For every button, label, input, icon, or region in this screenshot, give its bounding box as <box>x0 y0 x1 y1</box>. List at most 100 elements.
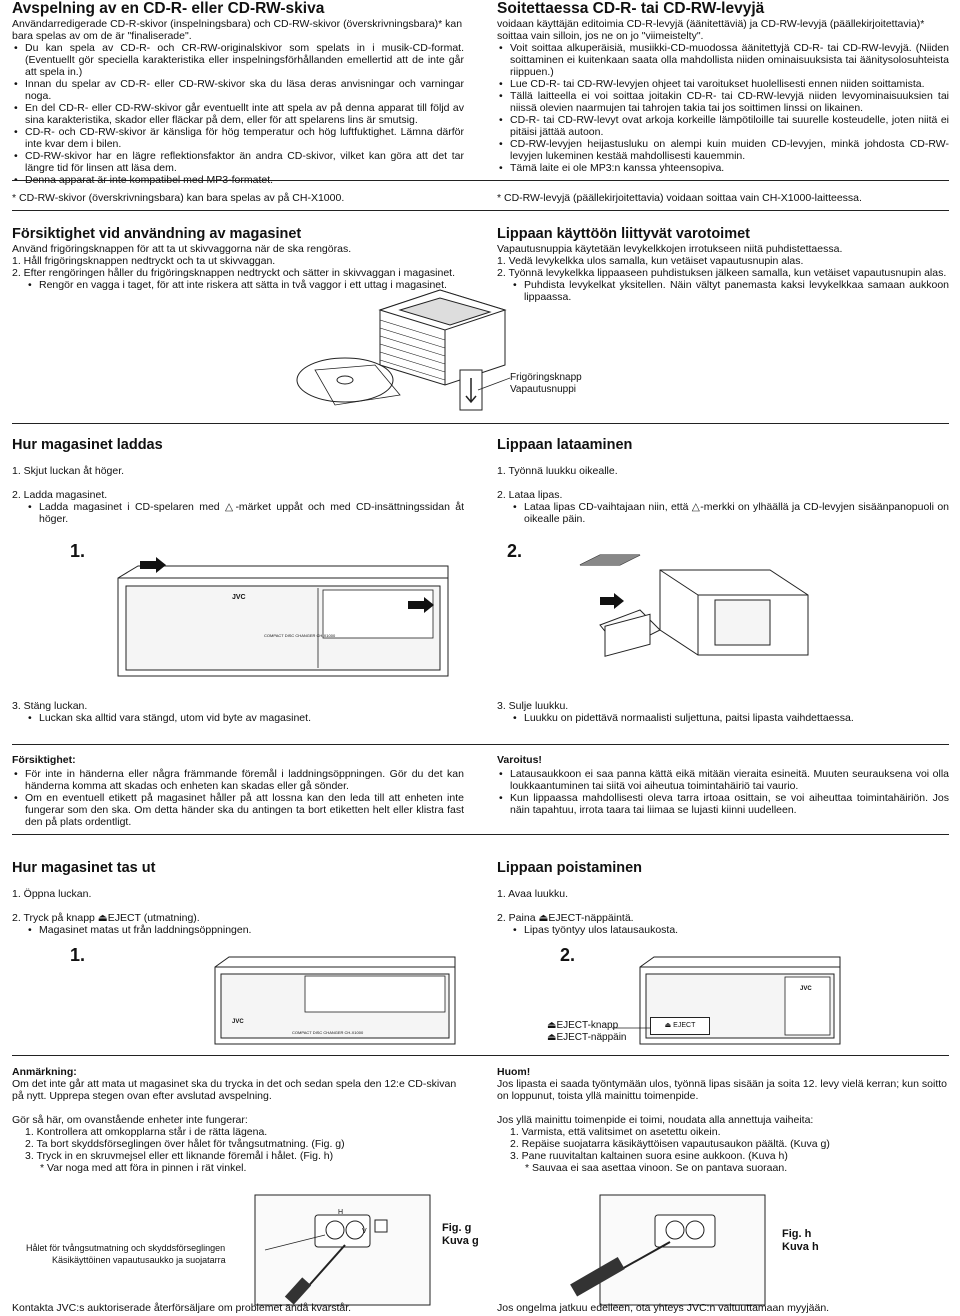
brand-logo: JVC <box>800 986 812 992</box>
step-1: 1. Avaa luukku. <box>497 888 569 900</box>
bullet-item: Luckan ska alltid vara stängd, utom vid … <box>26 712 464 724</box>
step-1: 1. Vedä levykelkka ulos samalla, kun vet… <box>497 255 804 267</box>
bullet-item: CD-R- och CD-RW-skivor är känsliga för h… <box>12 126 464 150</box>
bullet-item: Magasinet matas ut från laddningsöppning… <box>26 924 464 936</box>
divider <box>12 834 949 835</box>
step-1: 1. Kontrollera att omkopplarna står i de… <box>25 1126 268 1138</box>
section-title: Hur magasinet tas ut <box>12 860 156 876</box>
divider <box>12 180 949 181</box>
section-title: Avspelning av en CD-R- eller CD-RW-skiva <box>12 0 325 17</box>
bullet-item: En del CD-R- eller CD-RW-skivor går even… <box>12 102 464 126</box>
bullet-item: CD-R- tai CD-RW-levyt ovat arkoja korkei… <box>497 114 949 138</box>
note-text: Jos lipasta ei saada työntymään ulos, ty… <box>497 1078 947 1102</box>
model-label: COMPACT DISC CHANGER CH-X1000 <box>264 633 336 638</box>
step-2: 2. Efter rengöringen håller du frigöring… <box>12 267 455 279</box>
caution-title: Varoitus! <box>497 754 542 766</box>
step-1: 1. Työnnä luukku oikealle. <box>497 465 618 477</box>
caution-title: Försiktighet: <box>12 754 76 766</box>
cdr-section-sv: Avspelning av en CD-R- eller CD-RW-skiva… <box>12 0 464 186</box>
step-1: 1. Öppna luckan. <box>12 888 92 900</box>
step-1: 1. Skjut luckan åt höger. <box>12 465 125 477</box>
intro-text: voidaan käyttäjän editoimia CD-R-levyjä … <box>497 18 925 42</box>
divider <box>12 210 949 211</box>
magazine-illustration <box>296 289 507 411</box>
step-2: 2. Paina ⏏EJECT-näppäintä. <box>497 912 634 924</box>
eject-button[interactable]: ⏏ EJECT <box>650 1017 710 1035</box>
magazine-caution-fi: Lippaan käyttöön liittyvät varotoimet Va… <box>497 226 949 303</box>
bullet-item: Om en eventuell etikett på magasinet hål… <box>12 792 464 828</box>
bullet-item: Kun lippaassa mahdollisesti oleva tarra … <box>497 792 949 816</box>
switch-label-h: H <box>338 1209 344 1216</box>
step-2: 2. Työnnä levykelkka lippaaseen puhdistu… <box>497 267 947 279</box>
unloading-section-fi: Lippaan poistaminen 1. Avaa luukku. 2. P… <box>497 860 949 936</box>
magazine-caution-sv: Försiktighet vid användning av magasinet… <box>12 226 464 291</box>
switch-label-v: V <box>362 1228 367 1235</box>
bullet-list: Voit soittaa alkuperäisiä, musiikki-CD-m… <box>497 42 949 174</box>
note-section-fi: Huom! Jos lipasta ei saada työntymään ul… <box>497 1066 949 1174</box>
brand-logo: JVC <box>232 594 246 601</box>
step-2: 2. Ladda magasinet. <box>12 489 108 501</box>
eject-button-label-sv: ⏏EJECT-knapp <box>547 1020 619 1031</box>
close-step-fi: 3. Sulje luukku. Luukku on pidettävä nor… <box>497 700 949 724</box>
bullet-item: Voit soittaa alkuperäisiä, musiikki-CD-m… <box>497 42 949 78</box>
divider <box>12 423 949 424</box>
bullet-item: Puhdista levykelkat yksitellen. Näin väl… <box>511 279 949 303</box>
step-2: 2. Ta bort skyddsförseglingen över hålet… <box>25 1138 345 1150</box>
bullet-item: Luukku on pidettävä normaalisti suljettu… <box>511 712 949 724</box>
cdr-section-fi: Soitettaessa CD-R- tai CD-RW-levyjä void… <box>497 0 949 174</box>
footnote: * CD-RW-levyjä (päällekirjoitettavia) vo… <box>497 192 862 204</box>
fig-h-label-sv: Fig. h <box>782 1228 812 1240</box>
step-3: 3. Pane ruuvitaltan kaltainen suora esin… <box>510 1150 788 1162</box>
model-label: COMPACT DISC CHANGER CH-X1000 <box>292 1030 364 1035</box>
step-3: 3. Tryck in en skruvmejsel eller ett lik… <box>25 1150 334 1162</box>
label-leader-line <box>477 377 511 391</box>
changer-closed-illustration <box>117 557 449 677</box>
release-button-label-sv: Frigöringsknapp <box>510 372 582 383</box>
fig-h-label-fi: Kuva h <box>782 1241 819 1253</box>
bullet-item: Tämä laite ei ole MP3:n kanssa yhteensop… <box>497 162 949 174</box>
note-section-sv: Anmärkning: Om det inte går att mata ut … <box>12 1066 464 1174</box>
note-text: Gör så här, om ovanstående enheter inte … <box>12 1114 248 1126</box>
bullet-item: Lataa lipas CD-vaihtajaan niin, että △-m… <box>511 501 949 525</box>
hole-label-sv: Hålet för tvångsutmatning och skyddsförs… <box>26 1243 226 1253</box>
bullet-item: Lue CD-R- tai CD-RW-levyjen ohjeet tai v… <box>497 78 949 90</box>
footer-text: Jos ongelma jatkuu edelleen, ota yhteys … <box>497 1302 830 1314</box>
release-button-label-fi: Vapautusnuppi <box>510 384 576 395</box>
section-title: Lippaan käyttöön liittyvät varotoimet <box>497 226 750 242</box>
section-title: Lippaan poistaminen <box>497 860 643 876</box>
footnote: * CD-RW-skivor (överskrivningsbara) kan … <box>12 192 345 204</box>
bullet-item: Rengör en vagga i taget, för att inte ri… <box>26 279 464 291</box>
figure-number-2: 2. <box>507 541 523 561</box>
section-title: Hur magasinet laddas <box>12 437 163 453</box>
note-title: Huom! <box>497 1066 531 1078</box>
note-text: Om det inte går att mata ut magasinet sk… <box>12 1078 457 1102</box>
step-1: 1. Håll frigöringsknappen nedtryckt och … <box>12 255 276 267</box>
bullet-list: Du kan spela av CD-R- och CR-RW-original… <box>12 42 464 186</box>
eject-leader-line <box>612 1027 650 1029</box>
bullet-item: Latausaukkoon ei saa panna kättä eikä mi… <box>497 768 949 792</box>
divider <box>12 744 949 745</box>
divider <box>12 1055 949 1056</box>
step-2: 2. Repäise suojatarra käsikäyttöisen vap… <box>510 1138 830 1150</box>
section-title: Lippaan lataaminen <box>497 437 633 453</box>
step-2: 2. Tryck på knapp ⏏EJECT (utmatning). <box>12 912 200 924</box>
caution-fi: Varoitus! Latausaukkoon ei saa panna kät… <box>497 754 949 816</box>
figure-number-2: 2. <box>560 945 576 965</box>
text-line: Vapautusnuppia käytetään levykelkkojen i… <box>497 243 843 255</box>
note-title: Anmärkning: <box>12 1066 77 1078</box>
star-note: * Var noga med att föra in pinnen i rät … <box>40 1162 247 1174</box>
eject-button-label-fi: ⏏EJECT-näppäin <box>547 1032 627 1043</box>
section-title: Försiktighet vid användning av magasinet <box>12 226 302 242</box>
loading-section-sv: Hur magasinet laddas 1. Skjut luckan åt … <box>12 437 464 525</box>
step-2: 2. Lataa lipas. <box>497 489 563 501</box>
bullet-item: Du kan spela av CD-R- och CR-RW-original… <box>12 42 464 78</box>
fig-g-label-fi: Kuva g <box>442 1235 479 1247</box>
bullet-item: Innan du spelar av CD-R- eller CD-RW-ski… <box>12 78 464 102</box>
intro-text: Användarredigerade CD-R-skivor (inspelni… <box>12 18 463 42</box>
bullet-item: För inte in händerna eller några främman… <box>12 768 464 792</box>
step-3: 3. Stäng luckan. <box>12 700 88 712</box>
screwdriver-illustration <box>570 1194 766 1306</box>
bullet-item: CD-RW-levyjen heijastusluku on alempi ku… <box>497 138 949 162</box>
changer-open-illustration <box>214 956 456 1045</box>
figure-number-1: 1. <box>70 945 86 965</box>
